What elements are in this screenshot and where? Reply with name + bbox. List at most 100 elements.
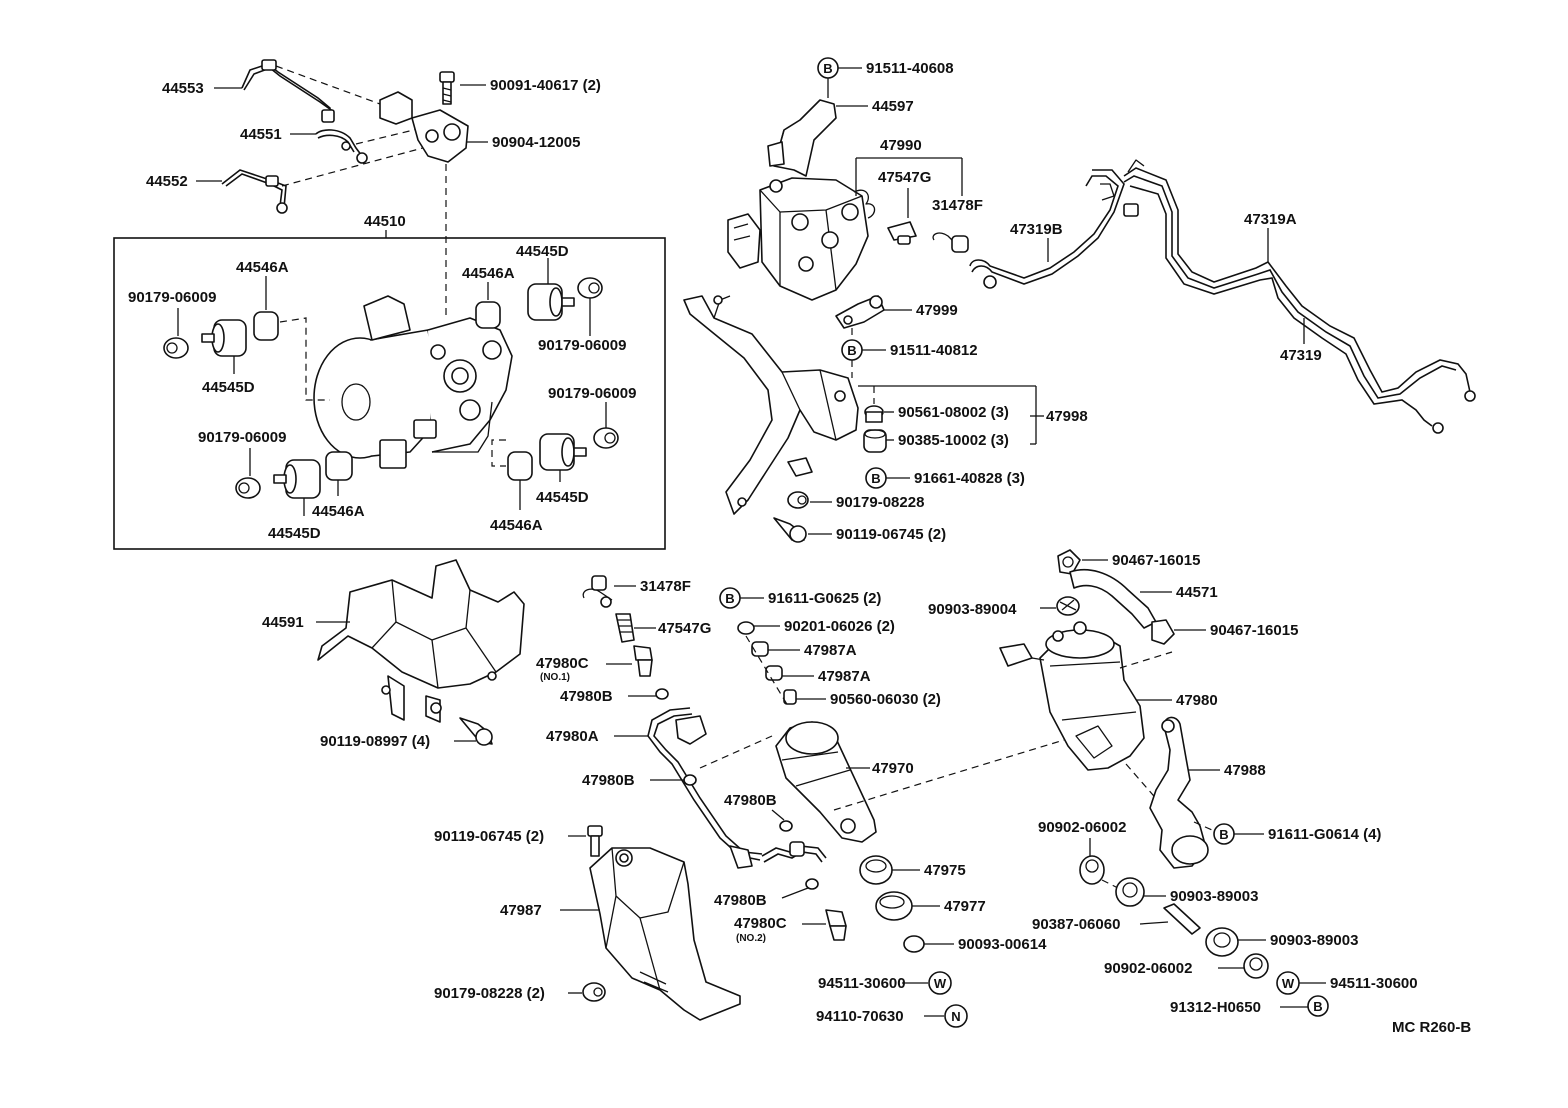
label-47980: 47980	[1176, 692, 1218, 709]
assembly-box-44510	[113, 237, 666, 550]
svg-text:B: B	[725, 591, 734, 606]
oring-47980B-c	[779, 820, 793, 832]
symbol-b-91611-G0614: B	[1213, 823, 1235, 845]
label-90179-08228-b: 90179-08228 (2)	[434, 985, 545, 1002]
label-47987A-b: 47987A	[818, 668, 871, 685]
label-90902-06002-a: 90902-06002	[1038, 819, 1126, 836]
svg-text:B: B	[871, 471, 880, 486]
tube-44552	[221, 169, 288, 214]
svg-text:B: B	[1219, 827, 1228, 842]
symbol-w-94511-30600-b: W	[1276, 971, 1300, 995]
label-47980A: 47980A	[546, 728, 599, 745]
cushion-90385-10002	[863, 429, 887, 453]
nut-90179-06009-right-lower	[593, 427, 619, 449]
grommet-44545D-right-upper	[527, 283, 575, 321]
label-44546A-d: 44546A	[490, 517, 543, 534]
symbol-b-91511-40608: B	[817, 57, 839, 79]
cushion-90902-06002-b	[1243, 953, 1269, 979]
label-90119-08997: 90119-08997 (4)	[320, 733, 430, 750]
cushion-47987A-b	[765, 665, 783, 681]
connector-31478F-b	[582, 575, 613, 608]
cushion-44546A-right-lower	[507, 451, 533, 481]
label-91312-H0650: 91312-H0650	[1170, 999, 1261, 1016]
bolt-90119-08997	[459, 717, 493, 746]
label-90385-10002: 90385-10002 (3)	[898, 432, 1009, 449]
label-91661-40828: 91661-40828 (3)	[914, 470, 1025, 487]
union-47980C-no1	[633, 645, 653, 677]
label-44546A-b: 44546A	[312, 503, 365, 520]
sensor-47547G-a	[887, 221, 917, 245]
label-47977: 47977	[944, 898, 986, 915]
label-44553: 44553	[162, 80, 204, 97]
label-47547G-b: 47547G	[658, 620, 711, 637]
label-90093-00614: 90093-00614	[958, 936, 1047, 953]
tube-44553	[241, 59, 335, 123]
collar-90561-08002	[864, 405, 884, 423]
tube-47980C-no2-line	[761, 841, 827, 863]
label-44551: 44551	[240, 126, 282, 143]
label-90561-08002: 90561-08002 (3)	[898, 404, 1009, 421]
cushion-44546A-right-upper	[475, 301, 501, 329]
label-47999: 47999	[916, 302, 958, 319]
symbol-n-94110-70630: N	[944, 1004, 968, 1028]
label-47998: 47998	[1046, 408, 1088, 425]
cushion-47975	[859, 855, 893, 885]
oring-47980B-a	[655, 688, 669, 700]
cushion-47977	[875, 891, 913, 921]
valve-47990	[727, 177, 876, 301]
label-47980B-c: 47980B	[724, 792, 777, 809]
label-47980C-b-sub: (NO.2)	[736, 933, 766, 944]
tube-44551	[315, 129, 368, 164]
label-44545D-b: 44545D	[268, 525, 321, 542]
label-47988: 47988	[1224, 762, 1266, 779]
label-44552: 44552	[146, 173, 188, 190]
bracket-44597	[767, 99, 837, 177]
label-91611-G0614: 91611-G0614 (4)	[1268, 826, 1381, 843]
label-94110-70630: 94110-70630	[816, 1008, 904, 1025]
label-47319A: 47319A	[1244, 211, 1297, 228]
tube-47319A	[1100, 159, 1476, 434]
label-91611-G0625: 91611-G0625 (2)	[768, 590, 881, 607]
grommet-44545D-left-upper	[201, 319, 247, 357]
cushion-90903-89003-b	[1205, 927, 1239, 957]
label-47975: 47975	[924, 862, 966, 879]
label-94511-30600-a: 94511-30600	[818, 975, 906, 992]
label-44591: 44591	[262, 614, 304, 631]
label-44597: 44597	[872, 98, 914, 115]
svg-text:W: W	[934, 976, 947, 991]
label-44545D-a: 44545D	[202, 379, 255, 396]
bracket-47987	[589, 847, 741, 1021]
label-47547G-a: 47547G	[878, 169, 931, 186]
label-47987: 47987	[500, 902, 542, 919]
svg-text:N: N	[951, 1009, 960, 1024]
pipe-joint-block	[379, 91, 469, 163]
label-47980C-b: 47980C	[734, 915, 787, 932]
label-90903-89003-a: 90903-89003	[1170, 888, 1258, 905]
label-90091-40617: 90091-40617 (2)	[490, 77, 601, 94]
label-90467-16015-b: 90467-16015	[1210, 622, 1298, 639]
label-90201-06026: 90201-06026 (2)	[784, 618, 895, 635]
label-31478F-a: 31478F	[932, 197, 983, 214]
union-47980C-no2	[825, 909, 847, 941]
symbol-b-91511-40812: B	[841, 339, 863, 361]
label-44545D-c: 44545D	[516, 243, 569, 260]
oring-47980B-d	[805, 878, 819, 890]
label-47980B-d: 47980B	[714, 892, 767, 909]
cushion-44546A-left-lower	[325, 451, 353, 481]
washer-90093-00614	[903, 935, 925, 953]
bracket-47999	[835, 295, 885, 329]
actuator-pump-44510	[313, 295, 513, 469]
bolt-90091	[439, 71, 455, 105]
grommet-44545D-right-lower	[539, 433, 587, 471]
label-90903-89004: 90903-89004	[928, 601, 1017, 618]
label-90387-06060: 90387-06060	[1032, 916, 1120, 933]
label-90902-06002-b: 90902-06002	[1104, 960, 1192, 977]
label-90179-06009-b: 90179-06009	[198, 429, 286, 446]
label-90119-06745: 90119-06745 (2)	[836, 526, 946, 543]
collar-90387-06060	[1163, 903, 1201, 935]
label-90179-08228: 90179-08228	[836, 494, 924, 511]
label-91511-40608: 91511-40608	[866, 60, 954, 77]
nut-90179-06009-left-upper	[163, 337, 189, 359]
bolt-90119-06745-b	[587, 825, 603, 857]
symbol-b-91661-40828: B	[865, 467, 887, 489]
